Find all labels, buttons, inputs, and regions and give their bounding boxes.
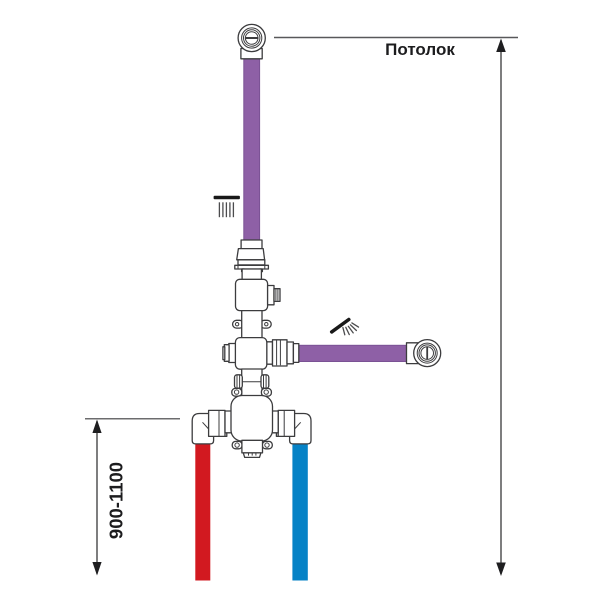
svg-text:Потолок: Потолок	[385, 40, 455, 59]
svg-text:900-1100: 900-1100	[106, 462, 127, 539]
